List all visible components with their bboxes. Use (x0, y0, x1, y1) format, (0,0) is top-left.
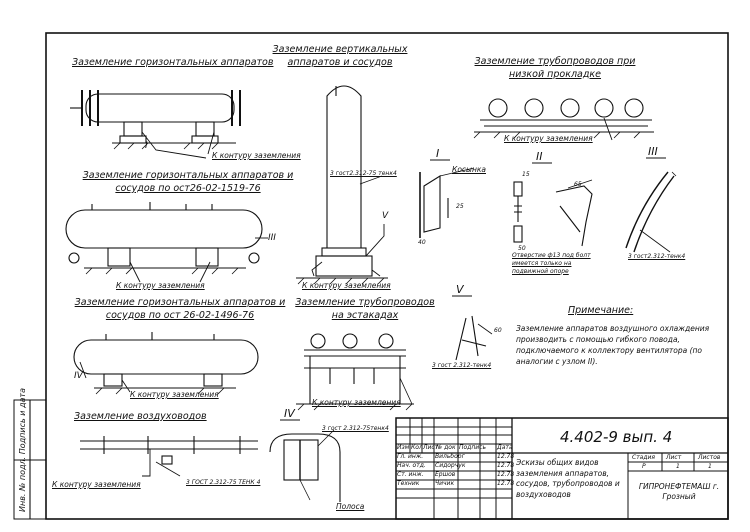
label-gost-3: 3 гост 2.312-тенк4 (432, 362, 492, 369)
horizontal-apparatus-sketch (70, 90, 241, 159)
label-gost-2: 3 гост2.312-тенк4 (628, 253, 686, 260)
tb-role-2: Нач. отд. (397, 462, 426, 469)
tb-name-3: Ершов (435, 471, 456, 478)
title-air-ducts: Заземление воздуховодов (74, 411, 207, 422)
detail-title-IV: IV (284, 407, 295, 420)
dimension-25: 25 (456, 203, 464, 210)
dimension-65: 65 (574, 181, 582, 188)
tb-head-kol: Кол (411, 444, 423, 451)
label-hole-note: Отверстие ф13 под болт имеется только на… (512, 252, 591, 275)
tb-role-3: Ст. инж. (397, 471, 424, 478)
pipeline-low-sketch (473, 98, 654, 141)
marker-V: V (382, 211, 389, 221)
tb-date-3: 12.78 (497, 471, 515, 478)
tb-description: Эскизы общих видов заземления аппаратов,… (516, 458, 620, 499)
dimension-50: 50 (518, 245, 526, 252)
detail-II-sketch (513, 162, 593, 247)
title-block-lines (395, 417, 729, 520)
label-ground-contour-6: К контуру заземления (312, 398, 401, 407)
pipeline-racks-sketch (296, 333, 414, 411)
label-ground-contour-1: К контуру заземления (212, 151, 301, 160)
tb-date-1: 12.78 (497, 453, 515, 460)
tb-sheets: 1 (708, 463, 712, 470)
detail-I-sketch (419, 159, 475, 238)
tb-stage-header: Стадия (632, 454, 656, 461)
tb-sheet-header: Лист (666, 454, 682, 461)
tb-name-4: Чичик (435, 480, 455, 487)
detail-III-sketch (625, 157, 677, 253)
drawing-code: 4.402-9 вып. 4 (560, 428, 673, 446)
detail-title-I: I (436, 147, 440, 160)
tb-head-date: Дата (497, 444, 513, 451)
horizontal-vessel-1519-sketch (65, 202, 268, 283)
label-kosynka: Косынка (452, 165, 486, 174)
note-body: Заземление аппаратов воздушного охлажден… (516, 324, 710, 366)
title-pipeline-racks: Заземление трубопроводов на эстакадах (295, 297, 435, 321)
title-horizontal-grounding: Заземление горизонтальных аппаратов (72, 57, 274, 68)
tb-date-2: 12.78 (497, 462, 515, 469)
tb-sheet: 1 (676, 463, 680, 470)
dimension-60: 60 (494, 327, 502, 334)
dimension-15: 15 (522, 171, 530, 178)
detail-IV-sketch (269, 419, 341, 502)
tb-head-list: Лист (423, 444, 439, 451)
title-vertical-grounding: Заземление вертикальных аппаратов и сосу… (272, 44, 408, 68)
detail-V-sketch (452, 295, 493, 361)
tb-name-2: Сидорчук (435, 462, 466, 469)
tb-name-1: Вильборг (435, 453, 465, 460)
detail-title-II: II (536, 150, 543, 163)
marker-III: III (268, 233, 276, 243)
title-horizontal-1519: Заземление горизонтальных аппаратов и со… (82, 170, 294, 194)
detail-title-V: V (456, 283, 464, 296)
detail-title-III: III (648, 145, 658, 158)
label-polosa: Полоса (336, 502, 365, 511)
vertical-apparatus-sketch (296, 85, 388, 285)
tb-role-1: Гл. инж. (397, 453, 424, 460)
margin-stamp: Инв. № подл. Подпись и дата (18, 388, 27, 512)
tb-date-4: 12.78 (497, 480, 515, 487)
label-gost-5: 3 ГОСТ 2.312-75 ТЕНК 4 (186, 479, 261, 486)
tb-role-4: Техник (397, 480, 420, 487)
tb-sheets-header: Листов (698, 454, 721, 461)
dimension-40: 40 (418, 239, 426, 246)
marker-I: I (145, 141, 148, 151)
horizontal-vessel-1496-sketch (73, 332, 259, 395)
label-gost-1: 3 гост2.312-75 тенк4 (330, 170, 397, 177)
tb-organization: ГИПРОНЕФТЕМАШ г. Грозный (638, 482, 720, 502)
air-duct-sketch (80, 436, 258, 477)
label-ground-contour-5: К контуру заземления (302, 281, 391, 290)
title-horizontal-1496: Заземление горизонтальных аппаратов и со… (74, 297, 286, 321)
label-ground-contour-3: К контуру заземления (130, 390, 219, 399)
tb-head-sign: Подпись (459, 444, 486, 451)
tb-head-izm: Изм (397, 444, 410, 451)
tb-stage: Р (642, 463, 646, 470)
marker-IV: IV (74, 371, 83, 381)
label-ground-contour-4: К контуру заземления (52, 480, 141, 489)
tb-head-ndoc: № док (436, 444, 456, 451)
label-ground-contour-2: К контуру заземления (116, 281, 205, 290)
note-heading: Примечание: (568, 305, 634, 316)
title-pipeline-low: Заземление трубопроводов при низкой прок… (474, 56, 636, 80)
label-gost-4: 3 гост 2.312-75тенк4 (322, 425, 389, 432)
label-ground-contour-7: К контуру заземления (504, 134, 593, 143)
